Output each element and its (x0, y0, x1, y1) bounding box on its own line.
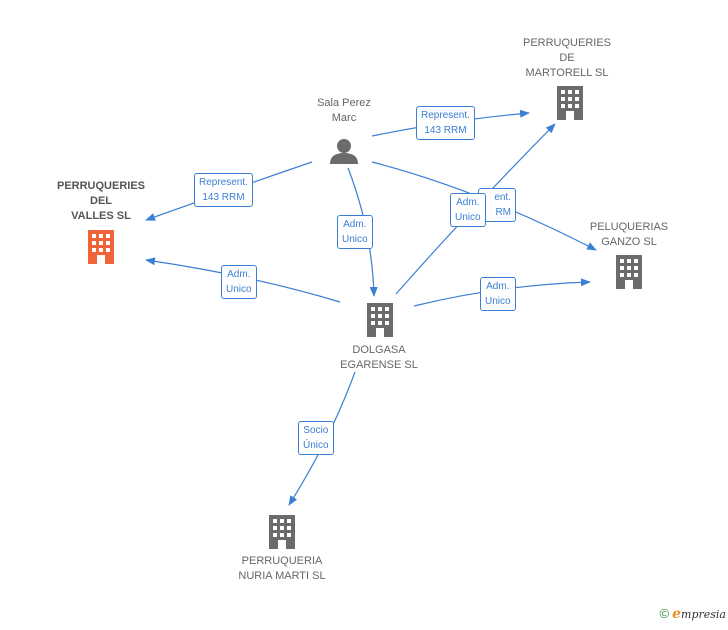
empresia-credit[interactable]: © empresia (659, 606, 726, 622)
edge-label-sala-dolgasa: Adm. Unico (337, 215, 373, 249)
node-label-perruqueria-nuria[interactable]: PERRUQUERIA NURIA MARTI SL (222, 554, 342, 584)
edge-label-line: Represent. (421, 110, 470, 121)
label-line: EGARENSE SL (340, 359, 418, 371)
edge-label-dolgasa-ganzo: Adm. Unico (480, 277, 516, 311)
node-label-perruqueries-martorell[interactable]: PERRUQUERIES DE MARTORELL SL (512, 36, 622, 81)
edge-label-line: Socio (303, 425, 329, 436)
label-line: PELUQUERIAS (589, 221, 669, 233)
label-line: GANZO SL (601, 236, 657, 248)
edge-label-line: RM (495, 207, 511, 218)
brand-logo: empresia (672, 606, 726, 622)
node-label-sala-perez[interactable]: Sala Perez Marc (294, 96, 394, 126)
edge-label-line: Adm. (486, 281, 510, 292)
edge-label-line: Adm. (227, 269, 251, 280)
edge-label-line: Unico (226, 284, 252, 295)
edge-label-line: Adm. (456, 197, 480, 208)
label-line: DEL (90, 195, 112, 207)
person-icon (330, 139, 358, 164)
edge-label-dolgasa-nuria: Socio Único (298, 421, 334, 455)
node-label-peluquerias-ganzo[interactable]: PELUQUERIAS GANZO SL (574, 220, 684, 250)
edge-label-sala-martorell: Represent. 143 RRM (416, 106, 475, 140)
label-line: MARTORELL SL (525, 67, 609, 79)
edge-label-line: Único (303, 440, 329, 451)
label-line: PERRUQUERIES (522, 37, 612, 49)
node-label-dolgasa-egarense[interactable]: DOLGASA EGARENSE SL (324, 343, 434, 373)
label-line: PERRUQUERIA (241, 555, 323, 567)
edge-label-line: Unico (485, 296, 511, 307)
edge-label-line: Adm. (343, 219, 367, 230)
edge-label-line: ent. (494, 192, 511, 203)
edge-label-dolgasa-valles: Adm. Unico (221, 265, 257, 299)
edge-label-sala-valles: Represent. 143 RRM (194, 173, 253, 207)
label-line: VALLES SL (71, 210, 131, 222)
label-line: Sala Perez (317, 97, 371, 109)
edge-label-line: 143 RRM (424, 125, 467, 136)
node-label-perruqueries-valles[interactable]: PERRUQUERIES DEL VALLES SL (46, 179, 156, 224)
edge-label-line: Unico (455, 212, 481, 223)
edge-label-dolgasa-martorell: Adm. Unico (450, 193, 486, 227)
label-line: PERRUQUERIES (56, 180, 146, 192)
label-line: DE (559, 52, 575, 64)
edge-label-line: 143 RRM (202, 192, 245, 203)
label-line: Marc (331, 112, 357, 124)
label-line: DOLGASA (352, 344, 406, 356)
edge-label-line: Represent. (199, 177, 248, 188)
copyright-icon: © (659, 606, 670, 621)
edge-label-line: Unico (342, 234, 368, 245)
label-line: NURIA MARTI SL (238, 570, 326, 582)
